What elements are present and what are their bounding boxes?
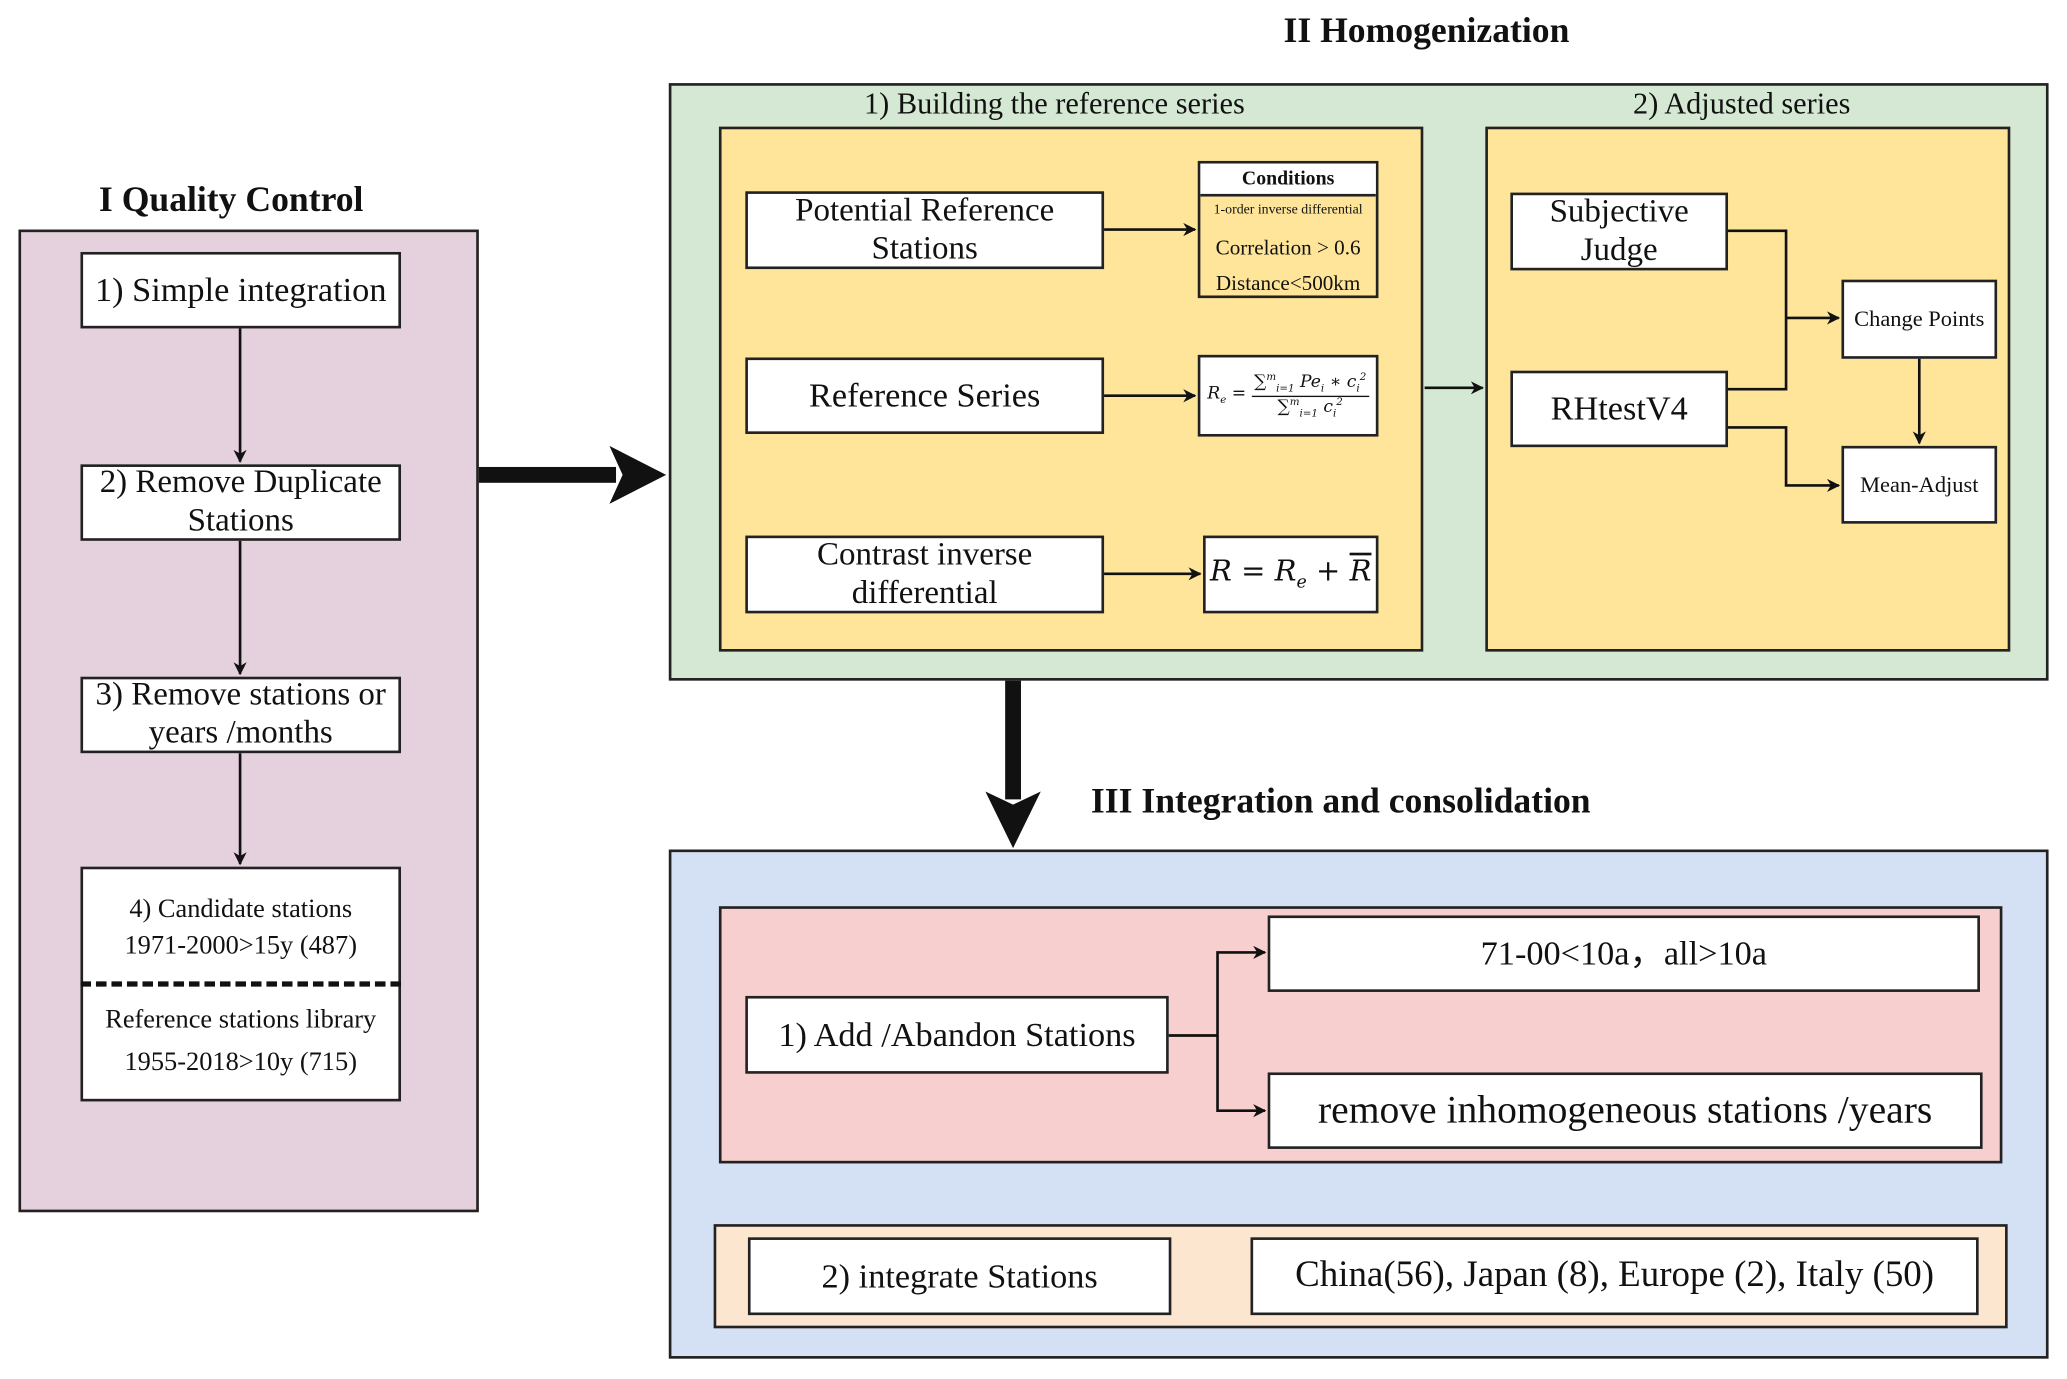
potential-reference-stations: Potential Reference Stations <box>745 191 1105 270</box>
adjusted-series-title: 2) Adjusted series <box>1633 87 1851 121</box>
subjective-judge: Subjective Judge <box>1510 192 1729 271</box>
step-simple-integration: 1) Simple integration <box>80 251 402 329</box>
contrast-inverse-differential: Contrast inverse differential <box>745 535 1105 614</box>
dashed-divider <box>80 981 402 987</box>
homogenization-title: II Homogenization <box>1283 10 1570 51</box>
reference-library-text: Reference stations library 1955-2018>10y… <box>83 999 398 1083</box>
condition-item: Correlation > 0.6 <box>1215 237 1361 260</box>
reference-series-label: Reference Series <box>808 376 1041 415</box>
candidate-stations-text: 4) Candidate stations 1971-2000>15y (487… <box>83 890 398 964</box>
rule-years-label: 71-00<10a，all>10a <box>1480 933 1767 973</box>
add-abandon-label: 1) Add /Abandon Stations <box>778 1015 1136 1054</box>
change-points: Change Points <box>1841 279 1998 359</box>
conditions-header: Conditions <box>1200 163 1376 197</box>
rhtest-v4: RHtestV4 <box>1510 370 1729 448</box>
formula-re: Re = ∑mi=1 Pei ∗ ci2 ∑mi=1 ci2 <box>1197 354 1379 437</box>
formula-r: R = Re + R <box>1203 535 1379 614</box>
rule-years: 71-00<10a，all>10a <box>1267 915 1980 992</box>
integrate-stations: 2) integrate Stations <box>747 1237 1172 1316</box>
step-remove-stations: 3) Remove stations or years /months <box>80 676 402 754</box>
building-reference-title: 1) Building the reference series <box>864 87 1245 121</box>
contrast-label: Contrast inverse differential <box>817 536 1033 611</box>
rule-remove-label: remove inhomogeneous stations /years <box>1317 1087 1933 1132</box>
rule-remove-inhomogeneous: remove inhomogeneous stations /years <box>1267 1072 1983 1149</box>
step-remove-duplicate: 2) Remove Duplicate Stations <box>80 464 402 541</box>
reference-library-line1: Reference stations library <box>105 1005 377 1035</box>
step-label: 3) Remove stations or years /months <box>95 677 386 751</box>
mean-adjust-label: Mean-Adjust <box>1860 471 1979 497</box>
condition-item: Distance<500km <box>1215 273 1361 296</box>
step-label: 2) Remove Duplicate Stations <box>99 464 382 539</box>
reference-library-line2: 1955-2018>10y (715) <box>124 1047 357 1077</box>
subjective-label: Subjective Judge <box>1549 193 1689 268</box>
mean-adjust: Mean-Adjust <box>1841 445 1998 524</box>
candidate-line2: 1971-2000>15y (487) <box>124 931 357 961</box>
big-arrow-qc-to-homog <box>478 445 667 504</box>
country-counts-label: China(56), Japan (8), Europe (2), Italy … <box>1295 1255 1935 1296</box>
add-abandon-stations: 1) Add /Abandon Stations <box>745 995 1169 1074</box>
change-points-label: Change Points <box>1854 306 1985 332</box>
rhtest-label: RHtestV4 <box>1550 389 1688 428</box>
integration-title: III Integration and consolidation <box>1090 780 1591 821</box>
country-counts: China(56), Japan (8), Europe (2), Italy … <box>1250 1237 1979 1316</box>
step-candidate-stations: 4) Candidate stations 1971-2000>15y (487… <box>80 866 402 1102</box>
conditions-box: Conditions 1-order inverse differential … <box>1197 160 1379 299</box>
reference-series: Reference Series <box>745 357 1105 434</box>
candidate-line1: 4) Candidate stations <box>129 894 353 924</box>
integrate-label: 2) integrate Stations <box>821 1256 1098 1295</box>
big-arrow-homog-to-integ <box>985 680 1041 849</box>
quality-control-title: I Quality Control <box>98 179 364 219</box>
potential-label: Potential Reference Stations <box>795 192 1055 266</box>
step-label: 1) Simple integration <box>94 270 387 309</box>
condition-item: 1-order inverse differential <box>1213 203 1363 218</box>
